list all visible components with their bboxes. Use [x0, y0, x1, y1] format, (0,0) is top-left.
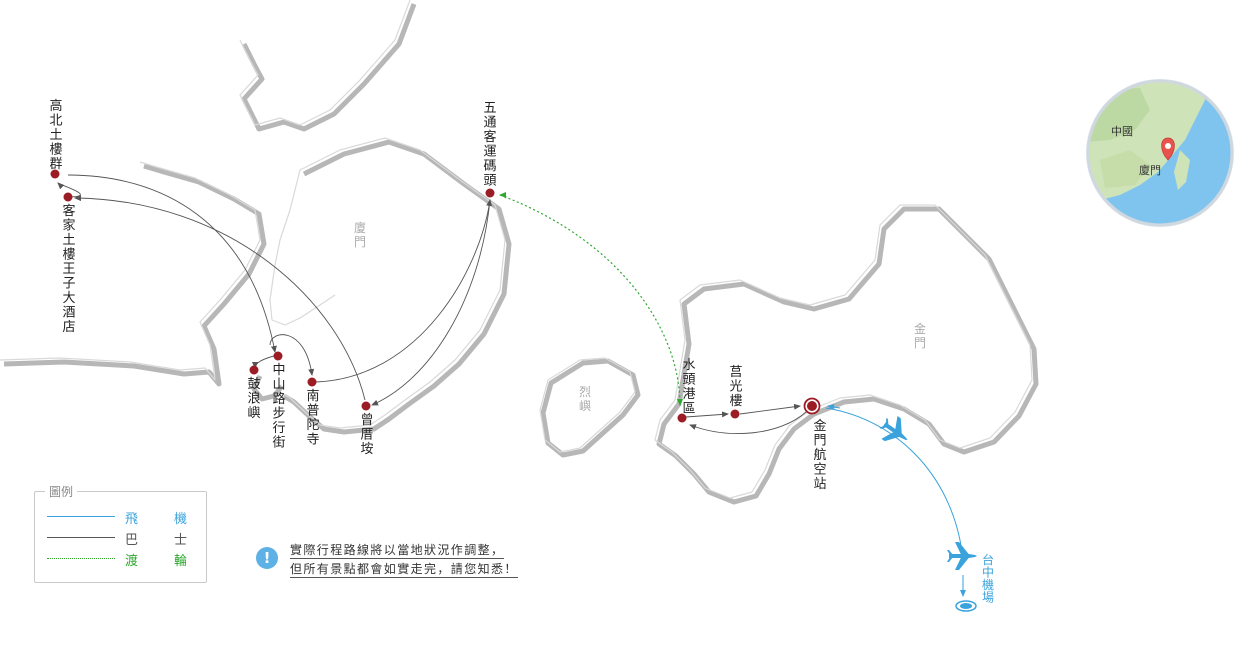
svg-text:廈門: 廈門 [354, 220, 366, 249]
location-pin-icon [1161, 137, 1175, 161]
legend-item-bus: 巴士 [47, 529, 197, 548]
place-label-gulangyu: 鼓浪嶼 [247, 377, 260, 421]
region-label-kinmen: 金門 [914, 321, 926, 350]
place-label-hakka-hotel: 客家土樓王子大酒店 [62, 203, 75, 335]
place-label-juguang: 莒光樓 [729, 365, 742, 409]
airplane-icon [947, 542, 977, 570]
legend: 圖例 飛機 巴士 渡輪 [34, 483, 207, 583]
place-label-zhongshan: 中山路步行街 [272, 363, 285, 451]
place-label-zengcuoan: 曾厝垵 [360, 413, 373, 457]
inset-label-china: 中國 [1111, 125, 1133, 138]
plane-line-swatch [47, 516, 115, 517]
legend-label-plane: 飛機 [125, 512, 224, 527]
stop-marker [485, 188, 495, 198]
stop-marker [361, 401, 371, 411]
notice-line-1: 實際行程路線將以當地狀況作調整， [290, 543, 505, 559]
stop-marker [273, 351, 283, 361]
svg-text:烈嶼: 烈嶼 [579, 385, 591, 413]
place-label-wutong: 五通客運碼頭 [483, 101, 496, 189]
place-label-gaobei: 高北土樓群 [49, 98, 62, 172]
legend-item-plane: 飛機 [47, 508, 197, 527]
place-label-taichung-airport: 台中機場 [982, 552, 994, 605]
ferry-route-return [499, 192, 507, 199]
stop-marker [63, 192, 73, 202]
place-label-shuitou: 水頭港區 [682, 358, 695, 417]
place-label-kinmen-airport: 金門航空站 [813, 418, 826, 492]
exclamation-icon: ! [256, 547, 278, 569]
legend-label-ferry: 渡輪 [125, 554, 224, 569]
coastline [0, 0, 1039, 505]
destination-marker-icon [955, 600, 977, 612]
flight-route [825, 407, 964, 561]
region-label-xiamen: 廈門 [354, 220, 366, 249]
legend-item-ferry: 渡輪 [47, 550, 197, 569]
stop-marker [730, 409, 740, 419]
airport-marker-kinmen [803, 397, 821, 415]
legend-title: 圖例 [45, 483, 78, 500]
stop-marker [307, 377, 317, 387]
legend-label-bus: 巴士 [125, 533, 224, 548]
bus-routes [57, 174, 807, 434]
notice-line-2: 但所有景點都會如實走完，請您知悉！ [290, 562, 518, 578]
ferry-line-swatch [47, 558, 115, 559]
place-label-nanputuo: 南普陀寺 [306, 388, 319, 448]
inset-globe: 中國 廈門 [1086, 79, 1234, 227]
region-label-lieyu: 烈嶼 [579, 385, 591, 413]
inset-label-xiamen: 廈門 [1139, 163, 1161, 177]
bus-line-swatch [47, 537, 115, 538]
flight-arrow-kinmen [827, 404, 841, 410]
stop-marker [677, 413, 687, 423]
svg-text:金門: 金門 [914, 321, 926, 350]
airplane-icon [879, 415, 908, 442]
stop-marker [249, 365, 259, 375]
ferry-route [499, 194, 683, 406]
stop-markers [50, 169, 740, 423]
stop-marker [50, 169, 60, 179]
